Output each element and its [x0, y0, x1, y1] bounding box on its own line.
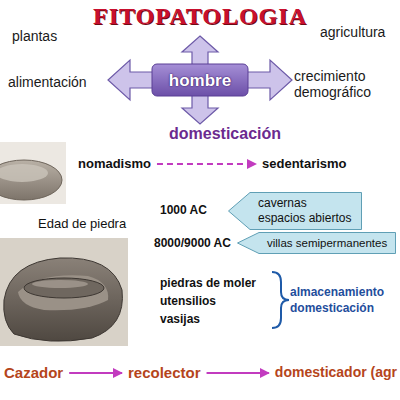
text-label: alimentación [8, 74, 87, 91]
metate-trough [18, 275, 108, 310]
label-slot: plantas [12, 28, 57, 45]
text-label: agricultura [320, 24, 385, 41]
flow-arrow [207, 372, 269, 374]
text-label: sedentarismo [262, 156, 347, 172]
text-label: domesticación [120, 124, 330, 143]
label-slot: vasijas [160, 312, 200, 326]
label-slot: domesticación [120, 124, 330, 143]
label-slot: domesticador (agr [275, 364, 397, 381]
stone-highlight [0, 164, 48, 182]
arrow-outline [108, 36, 292, 124]
text-label: almacenamiento domesticación [290, 284, 390, 316]
label-slot: sedentarismo [262, 156, 347, 172]
metate-stone [4, 258, 123, 341]
node-text: villas semipermanentes [267, 236, 388, 250]
text-label: Cazador [4, 364, 63, 382]
text-label: 1000 AC [160, 203, 207, 217]
label-slot: piedras de moler [160, 276, 256, 290]
text-label: plantas [12, 28, 57, 45]
text-label: domesticador (agr [275, 364, 397, 381]
label-slot: nomadismo [78, 156, 151, 172]
text-label: 8000/9000 AC [154, 236, 231, 250]
stone-highlight [32, 280, 88, 288]
callout-arrow: villas semipermanentes [237, 232, 396, 254]
mano-stone [24, 278, 104, 298]
callout-arrow: cavernas espacios abiertos [228, 192, 362, 230]
text-label: recolector [128, 364, 201, 382]
callout-outline [229, 193, 362, 230]
text-label: Edad de piedra [38, 216, 126, 232]
center-box [152, 64, 248, 96]
callout-outline [238, 233, 396, 254]
label-slot: 8000/9000 AC [154, 236, 231, 250]
text-label: utensilios [160, 294, 216, 308]
photo-ground [0, 238, 128, 346]
four-way-arrow: hombre [108, 36, 292, 124]
label-slot: utensilios [160, 294, 216, 308]
label-slot: Cazador [4, 364, 63, 382]
flow-arrow [69, 372, 122, 374]
label-slot: Edad de piedra [38, 216, 126, 232]
text-label: crecimiento demográfico [294, 68, 386, 100]
text-label: vasijas [160, 312, 200, 326]
curly-brace [272, 272, 289, 328]
node-text: cavernas espacios abiertos [258, 196, 354, 226]
label-slot: almacenamiento domesticación [290, 284, 390, 316]
node-text: hombre [169, 70, 231, 91]
flow-arrow [157, 163, 256, 165]
label-slot: recolector [128, 364, 201, 382]
label-slot: alimentación [8, 74, 87, 91]
label-slot: crecimiento demográfico [294, 68, 386, 100]
text-label: piedras de moler [160, 276, 256, 290]
label-slot: agricultura [320, 24, 385, 41]
text-label: nomadismo [78, 156, 151, 172]
grinding-stone [0, 160, 62, 200]
label-slot: 1000 AC [160, 203, 207, 217]
